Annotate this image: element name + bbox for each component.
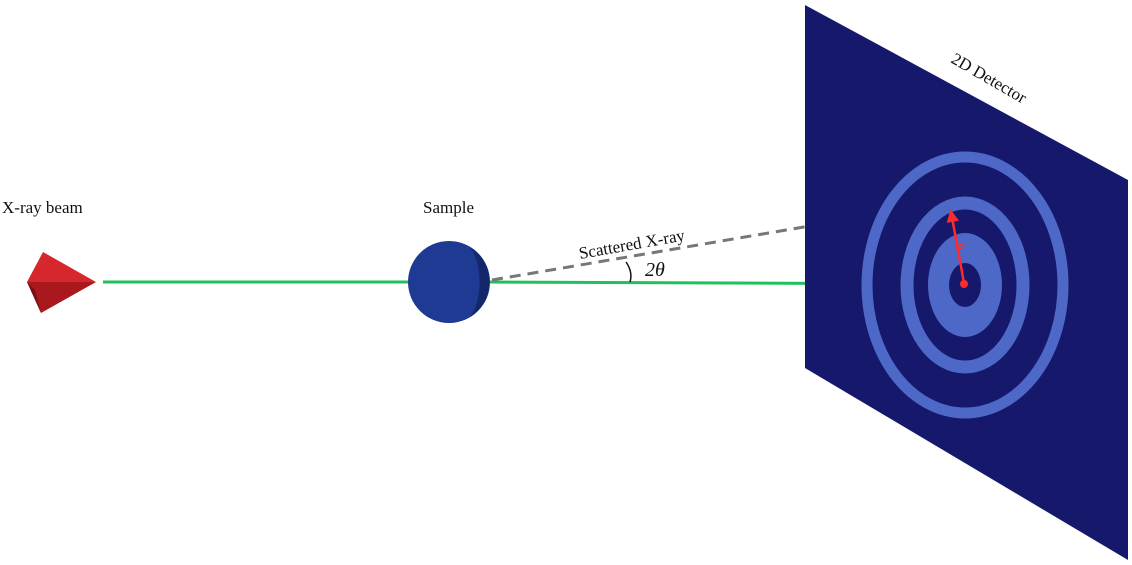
scattered-label: Scattered X-ray	[577, 226, 686, 263]
sample-sphere	[408, 241, 490, 323]
sample-label: Sample	[423, 198, 474, 217]
angle-label: 2θ	[645, 259, 665, 281]
q-vector	[946, 209, 966, 284]
q-label: q	[950, 241, 966, 250]
angle-arc	[625, 261, 632, 283]
q-origin-dot	[960, 280, 968, 288]
diffraction-ring-middle	[900, 196, 1030, 374]
source-label: X-ray beam	[2, 198, 83, 217]
diffraction-ring-outer	[861, 151, 1069, 419]
xray-source	[27, 252, 96, 313]
